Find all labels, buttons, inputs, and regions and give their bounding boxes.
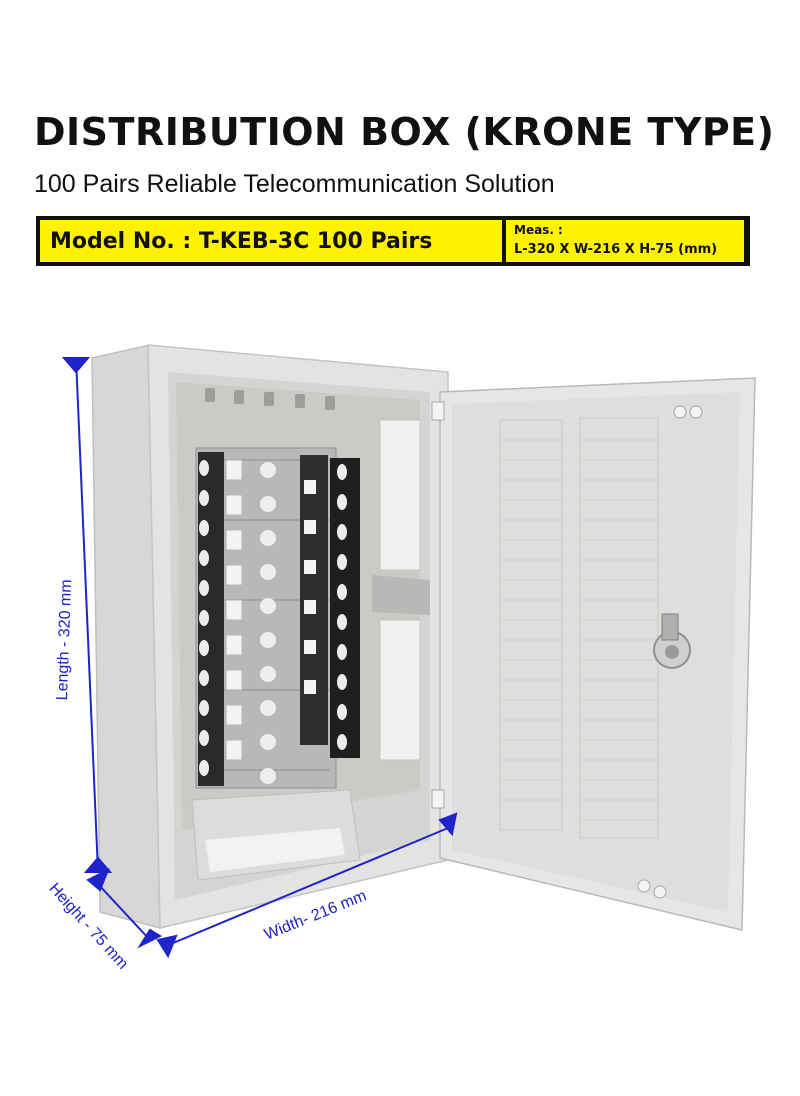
page-title: DISTRIBUTION BOX (KRONE TYPE) [34,110,775,154]
measurement-value: L-320 X W-216 X H-75 (mm) [514,242,718,257]
measurement-label: Meas. : [514,223,563,237]
page-subtitle: 100 Pairs Reliable Telecommunication Sol… [34,170,555,198]
measurement-panel: Meas. : L-320 X W-216 X H-75 (mm) [506,220,744,262]
model-number-label: Model No. : T-KEB-3C 100 Pairs [50,228,433,254]
model-number-panel: Model No. : T-KEB-3C 100 Pairs [40,220,502,262]
model-banner: Model No. : T-KEB-3C 100 Pairs Meas. : L… [36,216,750,266]
